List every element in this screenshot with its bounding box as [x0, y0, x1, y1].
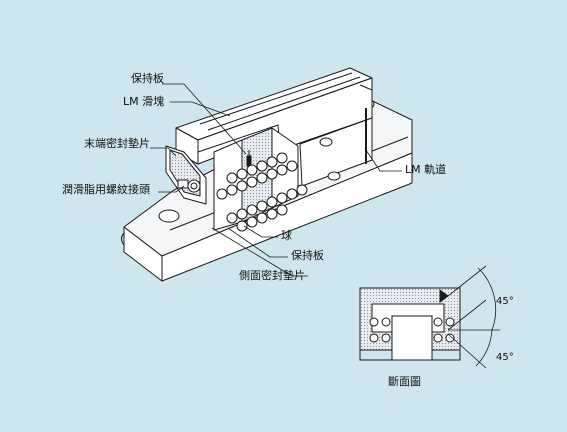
label-ball: 球	[281, 229, 292, 242]
label-lm-block: LM 滑塊	[123, 95, 165, 108]
block-tap-hole-lower	[327, 171, 341, 181]
cross-section	[359, 287, 461, 361]
label-lm-rail: LM 軌道	[405, 163, 447, 176]
label-section-title: 斷面圖	[388, 375, 421, 388]
section-rail	[391, 315, 433, 361]
leader-retainer-bottom	[227, 227, 288, 258]
label-grease-nipple: 潤滑脂用螺紋接頭	[62, 183, 150, 196]
label-side-seal: 側面密封墊片	[239, 269, 305, 282]
leader-grease-nipple	[158, 185, 185, 193]
leader-side-seal	[211, 227, 308, 277]
ball-chain-upper	[216, 152, 298, 200]
leader-lm-rail	[365, 149, 402, 172]
block-tap-hole-upper	[319, 137, 333, 147]
label-end-seal: 末端密封墊片	[84, 137, 150, 150]
lm-block	[175, 67, 373, 193]
label-angle-top: 45°	[496, 296, 514, 307]
leader-lm-block	[170, 101, 231, 117]
rail-bolt-hole-front	[158, 209, 180, 223]
leader-retainer-top	[162, 83, 247, 155]
leader-lines	[150, 83, 402, 277]
leader-end-seal	[150, 147, 177, 157]
label-retainer-top: 保持板	[131, 72, 164, 85]
label-angle-bottom: 45°	[496, 352, 514, 363]
ball-chain-lower	[226, 184, 308, 232]
angle-indicators	[447, 265, 500, 369]
leader-ball	[243, 225, 278, 238]
label-retainer-bottom: 保持板	[291, 249, 324, 262]
grease-nipple	[177, 179, 201, 193]
